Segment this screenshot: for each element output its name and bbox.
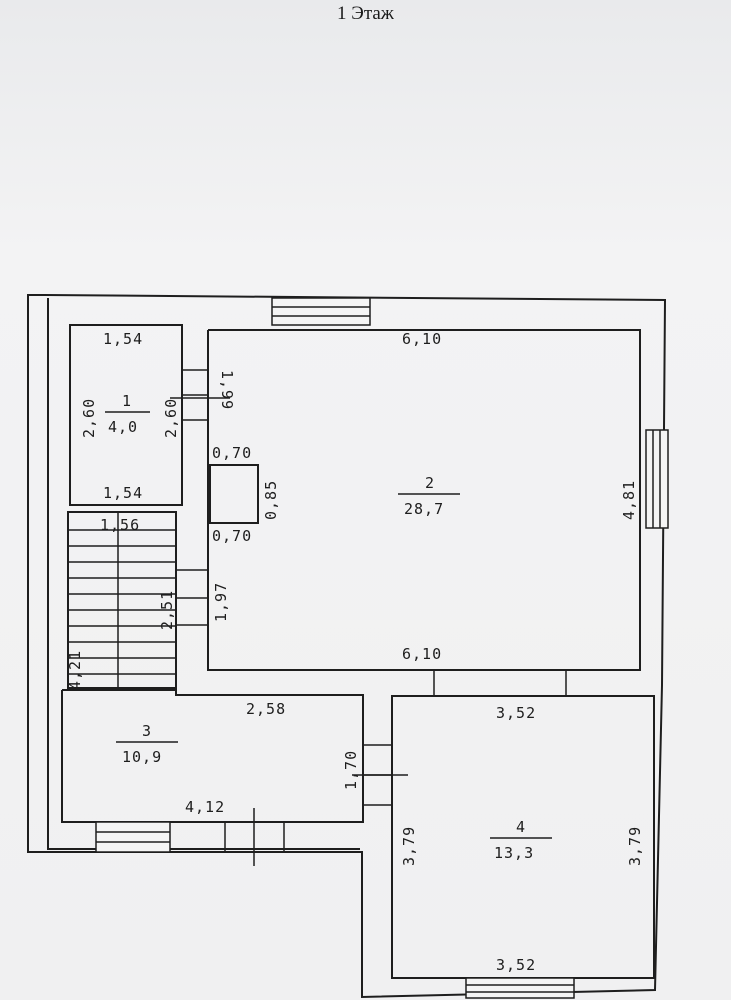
window-bottom-right — [465, 977, 575, 999]
outer-wall-inner — [47, 298, 360, 850]
door-stair-room2 — [176, 569, 208, 626]
dim-niche-side: 0,85 — [262, 480, 280, 520]
dim-niche-top: 0,70 — [212, 444, 252, 462]
floor-title: 1 Этаж — [337, 3, 394, 24]
window-bottom-left — [95, 821, 171, 853]
dim-room3-right: 1,70 — [342, 750, 360, 790]
room-3-number: 3 — [142, 722, 151, 740]
room-3-outline — [61, 689, 364, 823]
dim-stair-small: 1,97 — [212, 582, 230, 622]
dim-stair-top: 1,56 — [100, 516, 140, 534]
dim-room3-bottom: 4,12 — [185, 798, 225, 816]
dim-room1-right: 2,60 — [162, 398, 180, 438]
stair-treads — [68, 512, 176, 688]
niche-outline — [209, 464, 259, 524]
window-top — [271, 297, 371, 326]
room-2-number: 2 — [425, 474, 434, 492]
room-1-outline — [69, 324, 183, 506]
dim-room1-bottom: 1,54 — [103, 484, 143, 502]
room-2-area: 28,7 — [404, 500, 444, 518]
dim-wall-opening: 1,99 — [218, 370, 236, 410]
dim-room4-bottom: 3,52 — [496, 956, 536, 974]
dim-room1-left: 2,60 — [80, 398, 98, 438]
dim-room2-top: 6,10 — [402, 330, 442, 348]
dim-room4-right: 3,79 — [626, 826, 644, 866]
dim-stair-left: 4,21 — [66, 650, 84, 690]
room-4-outline — [391, 695, 655, 979]
room-3-area: 10,9 — [122, 748, 162, 766]
room-1-area: 4,0 — [108, 418, 138, 436]
dim-room4-top: 3,52 — [496, 704, 536, 722]
room-4-number: 4 — [516, 818, 525, 836]
door-room2-room4 — [433, 670, 567, 696]
dim-room2-bottom: 6,10 — [402, 645, 442, 663]
door-room3-room4 — [352, 744, 408, 806]
entrance-door — [224, 808, 285, 866]
dim-room3-top: 2,58 — [246, 700, 286, 718]
dim-room4-left: 3,79 — [400, 826, 418, 866]
door-room1-room2 — [170, 369, 230, 421]
dim-niche-bottom: 0,70 — [212, 527, 252, 545]
room-2-outline — [207, 329, 641, 671]
stair-outline — [67, 511, 177, 689]
outer-wall — [27, 294, 667, 999]
window-right — [645, 429, 669, 529]
room-4-area: 13,3 — [494, 844, 534, 862]
room-1-number: 1 — [122, 392, 131, 410]
dim-room2-right: 4,81 — [620, 480, 638, 520]
dim-room1-top: 1,54 — [103, 330, 143, 348]
dim-stair-side: 2,51 — [158, 590, 176, 630]
